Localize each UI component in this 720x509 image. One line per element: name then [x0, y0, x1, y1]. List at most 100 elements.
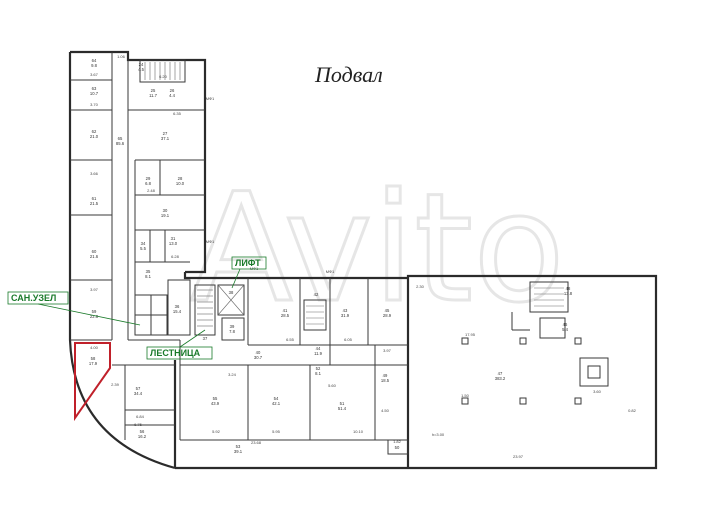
svg-text:6.55: 6.55	[286, 337, 295, 342]
room-28-area: 10.0	[176, 181, 185, 186]
room-60: 60	[92, 249, 97, 254]
svg-text:6.28: 6.28	[171, 254, 180, 259]
svg-text:2.48: 2.48	[147, 188, 156, 193]
svg-text:1.82: 1.82	[393, 439, 402, 444]
room-61-area: 21.5	[90, 201, 99, 206]
room-59-area: 22.8	[90, 314, 99, 319]
svg-text:5.60: 5.60	[328, 383, 337, 388]
room-31: 31	[171, 236, 176, 241]
svg-text:3.70: 3.70	[90, 102, 99, 107]
room-44-area: 11.9	[314, 351, 323, 356]
room-53: 53	[236, 444, 241, 449]
room-44: 44	[316, 346, 321, 351]
room-50: 50	[395, 445, 400, 450]
room-42: 42	[314, 292, 319, 297]
room-48-area: 13.8	[564, 291, 573, 296]
svg-text:3.60: 3.60	[593, 389, 602, 394]
svg-text:23.97: 23.97	[513, 454, 524, 459]
svg-text:МФ1: МФ1	[250, 266, 259, 271]
svg-text:6.20: 6.20	[159, 74, 168, 79]
room-56: 56	[140, 429, 145, 434]
room-24: 24	[139, 62, 144, 67]
room-34-area: 5.5	[140, 246, 146, 251]
room-62: 62	[92, 129, 97, 134]
room-53-area: 39.1	[234, 449, 243, 454]
room-49-area: 18.5	[381, 378, 390, 383]
svg-text:h=3.00: h=3.00	[432, 432, 445, 437]
room-65-area: 85.6	[116, 141, 125, 146]
room-46: 46	[563, 322, 568, 327]
svg-text:МФ1: МФ1	[206, 96, 215, 101]
room-30: 30	[163, 208, 168, 213]
room-37: 37	[203, 336, 208, 341]
svg-text:САН.УЗЕЛ: САН.УЗЕЛ	[11, 293, 56, 303]
room-36: 36	[175, 304, 180, 309]
room-59: 59	[92, 309, 97, 314]
room-64: 64	[92, 58, 97, 63]
callout-san-uzel: САН.УЗЕЛ	[7, 291, 141, 326]
room-58: 58	[91, 356, 96, 361]
room-52: 52	[316, 366, 321, 371]
svg-text:МФ1: МФ1	[326, 269, 335, 274]
svg-text:3.24: 3.24	[228, 372, 237, 377]
room-41: 41	[283, 308, 288, 313]
room-48: 48	[566, 286, 571, 291]
svg-text:10.10: 10.10	[353, 429, 364, 434]
room-63: 63	[92, 86, 97, 91]
svg-text:ЛЕСТНИЦА: ЛЕСТНИЦА	[150, 348, 201, 358]
room-labels: 64 9.8 63 10.7 62 21.0 65 85.6 61 21.5 6…	[89, 58, 573, 454]
room-24-area: 4.5	[138, 67, 144, 72]
room-47-area: 383.2	[495, 376, 506, 381]
room-25: 25	[151, 88, 156, 93]
svg-text:4.00: 4.00	[90, 345, 99, 350]
interior-walls-center	[112, 278, 409, 455]
room-31-area: 13.0	[169, 241, 178, 246]
room-46-area: 5.4	[562, 327, 568, 332]
room-25-area: 11.7	[149, 93, 158, 98]
room-62-area: 21.0	[90, 134, 99, 139]
room-47: 47	[498, 371, 503, 376]
svg-text:0.82: 0.82	[628, 408, 637, 413]
room-41-area: 28.5	[281, 313, 290, 318]
room-60-area: 21.6	[90, 254, 99, 259]
svg-text:6.84: 6.84	[136, 414, 145, 419]
room-45: 45	[385, 308, 390, 313]
outer-walls	[68, 50, 658, 470]
svg-text:17.95: 17.95	[465, 332, 476, 337]
room-26-area: 4.4	[169, 93, 175, 98]
room-35: 35	[146, 269, 151, 274]
room-35-area: 8.1	[145, 274, 151, 279]
room-38: 38	[229, 290, 234, 295]
room-40: 40	[256, 350, 261, 355]
watermark: Avito	[190, 162, 565, 336]
room-30-area: 19.1	[161, 213, 170, 218]
room-40-area: 30.7	[254, 355, 263, 360]
svg-text:ЛИФТ: ЛИФТ	[235, 258, 261, 268]
svg-text:5.92: 5.92	[212, 429, 221, 434]
room-29-area: 6.8	[145, 181, 151, 186]
svg-text:23.68: 23.68	[251, 440, 262, 445]
room-64-area: 9.8	[91, 63, 97, 68]
callout-lestnitsa: ЛЕСТНИЦА	[146, 329, 213, 360]
callout-lift: ЛИФТ	[231, 256, 267, 289]
svg-text:3.67: 3.67	[90, 72, 99, 77]
room-65: 65	[118, 136, 123, 141]
room-26: 26	[170, 88, 175, 93]
svg-text:2.39: 2.39	[111, 382, 120, 387]
room-39: 39	[230, 324, 235, 329]
room-27: 27	[163, 131, 168, 136]
svg-text:1.50: 1.50	[461, 393, 470, 398]
room-51: 51	[340, 401, 345, 406]
room-52-area: 8.1	[315, 371, 321, 376]
svg-text:1.06: 1.06	[117, 54, 126, 59]
room-63-area: 10.7	[90, 91, 99, 96]
room-39-area: 7.8	[229, 329, 235, 334]
svg-text:2.30: 2.30	[416, 284, 425, 289]
room-54-area: 42.1	[272, 401, 281, 406]
room-54: 54	[274, 396, 279, 401]
room-51-area: 51.4	[338, 406, 347, 411]
svg-text:3.97: 3.97	[90, 287, 99, 292]
room-55-area: 43.9	[211, 401, 220, 406]
room-61: 61	[92, 196, 97, 201]
